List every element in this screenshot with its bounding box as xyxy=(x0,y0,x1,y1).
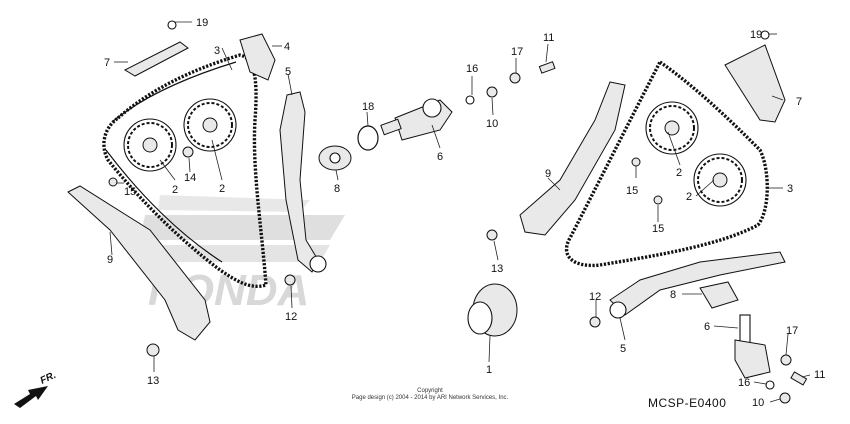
left-cam-sprocket-a xyxy=(123,118,177,172)
left-guide-plate xyxy=(239,33,276,81)
right-seal-10 xyxy=(779,392,791,404)
right-tensioner-blade xyxy=(609,251,786,316)
diagram-code: MCSP-E0400 xyxy=(648,396,727,410)
callout-11: 11 xyxy=(543,32,554,44)
copyright-heading: Copyright xyxy=(417,388,443,394)
left-bolt-12 xyxy=(284,274,296,286)
right-washer-17 xyxy=(780,354,792,366)
right-cam-chain xyxy=(564,59,769,268)
right-bolt-19 xyxy=(760,30,770,40)
copyright-text: Page design (c) 2004 - 2014 by ARI Netwo… xyxy=(351,395,509,401)
callout-2: 2 xyxy=(676,167,682,179)
right-bolt-12 xyxy=(589,316,601,328)
callout-13: 13 xyxy=(147,375,159,387)
right-gasket-8 xyxy=(699,281,739,309)
left-bolt-13 xyxy=(146,343,160,357)
callout-6: 6 xyxy=(704,321,710,333)
callout-8: 8 xyxy=(670,289,676,301)
right-cam-sprocket-b xyxy=(693,153,747,207)
callout-3: 3 xyxy=(787,183,793,195)
callout-9: 9 xyxy=(107,254,113,266)
callout-7: 7 xyxy=(104,57,110,69)
right-upper-guide xyxy=(724,44,786,123)
right-bolt-15a xyxy=(653,195,663,205)
callout-2: 2 xyxy=(172,184,178,196)
left-chain-edge xyxy=(105,61,237,263)
right-chain-guide xyxy=(519,81,626,236)
callout-16: 16 xyxy=(466,63,478,75)
callout-15: 15 xyxy=(626,185,638,197)
callout-17: 17 xyxy=(511,46,523,58)
callout-2: 2 xyxy=(219,183,225,195)
callout-10: 10 xyxy=(752,397,764,409)
callout-15: 15 xyxy=(652,223,664,235)
seal-10 xyxy=(486,86,498,98)
callout-13: 13 xyxy=(491,263,503,275)
washer-16 xyxy=(465,95,475,105)
direction-label: FR. xyxy=(39,370,58,387)
left-cam-sprocket-b xyxy=(183,98,237,152)
left-bolt-19 xyxy=(167,20,177,30)
front-direction-arrow: FR. xyxy=(14,370,58,408)
callout-10: 10 xyxy=(486,118,498,130)
right-guide-pivot xyxy=(609,301,627,319)
callout-19: 19 xyxy=(196,17,208,29)
callout-4: 4 xyxy=(284,41,290,53)
callout-12: 12 xyxy=(589,291,601,303)
right-washer-16 xyxy=(765,380,775,390)
o-ring-18 xyxy=(357,125,379,151)
left-tensioner-blade xyxy=(67,185,211,341)
callout-18: 18 xyxy=(362,101,374,113)
callout-5: 5 xyxy=(285,66,291,78)
callout-7: 7 xyxy=(796,96,802,108)
callout-12: 12 xyxy=(285,311,297,323)
callout-3: 3 xyxy=(214,45,220,57)
callout-2: 2 xyxy=(686,191,692,203)
center-bolt-13 xyxy=(486,229,498,241)
callout-15: 15 xyxy=(124,186,136,198)
callout-1: 1 xyxy=(486,364,492,376)
left-bolt-15 xyxy=(108,177,118,187)
callout-9: 9 xyxy=(545,168,551,180)
right-cam-sprocket-a xyxy=(645,101,699,155)
callout-17: 17 xyxy=(786,325,798,337)
left-bolt-14 xyxy=(182,146,194,158)
right-bolt-15b xyxy=(631,157,641,167)
callout-8: 8 xyxy=(334,183,340,195)
right-tensioner xyxy=(734,314,771,379)
guide-pivot xyxy=(309,255,327,273)
callouts: 19 7 3 4 5 2 2 14 15 9 12 13 18 8 6 16 1… xyxy=(104,17,825,409)
center-gasket-8 xyxy=(318,145,352,171)
crank-sprocket xyxy=(467,283,518,337)
washer-17 xyxy=(509,72,521,84)
callout-16: 16 xyxy=(738,377,750,389)
left-upper-guide xyxy=(123,41,189,77)
callout-5: 5 xyxy=(620,343,626,355)
right-bolt-11 xyxy=(790,371,808,386)
leader-lines xyxy=(109,21,811,403)
callout-14: 14 xyxy=(184,172,196,184)
bolt-11 xyxy=(538,61,556,74)
callout-6: 6 xyxy=(437,151,443,163)
center-tensioner xyxy=(380,98,453,141)
callout-11: 11 xyxy=(814,369,825,381)
callout-19: 19 xyxy=(750,29,762,41)
